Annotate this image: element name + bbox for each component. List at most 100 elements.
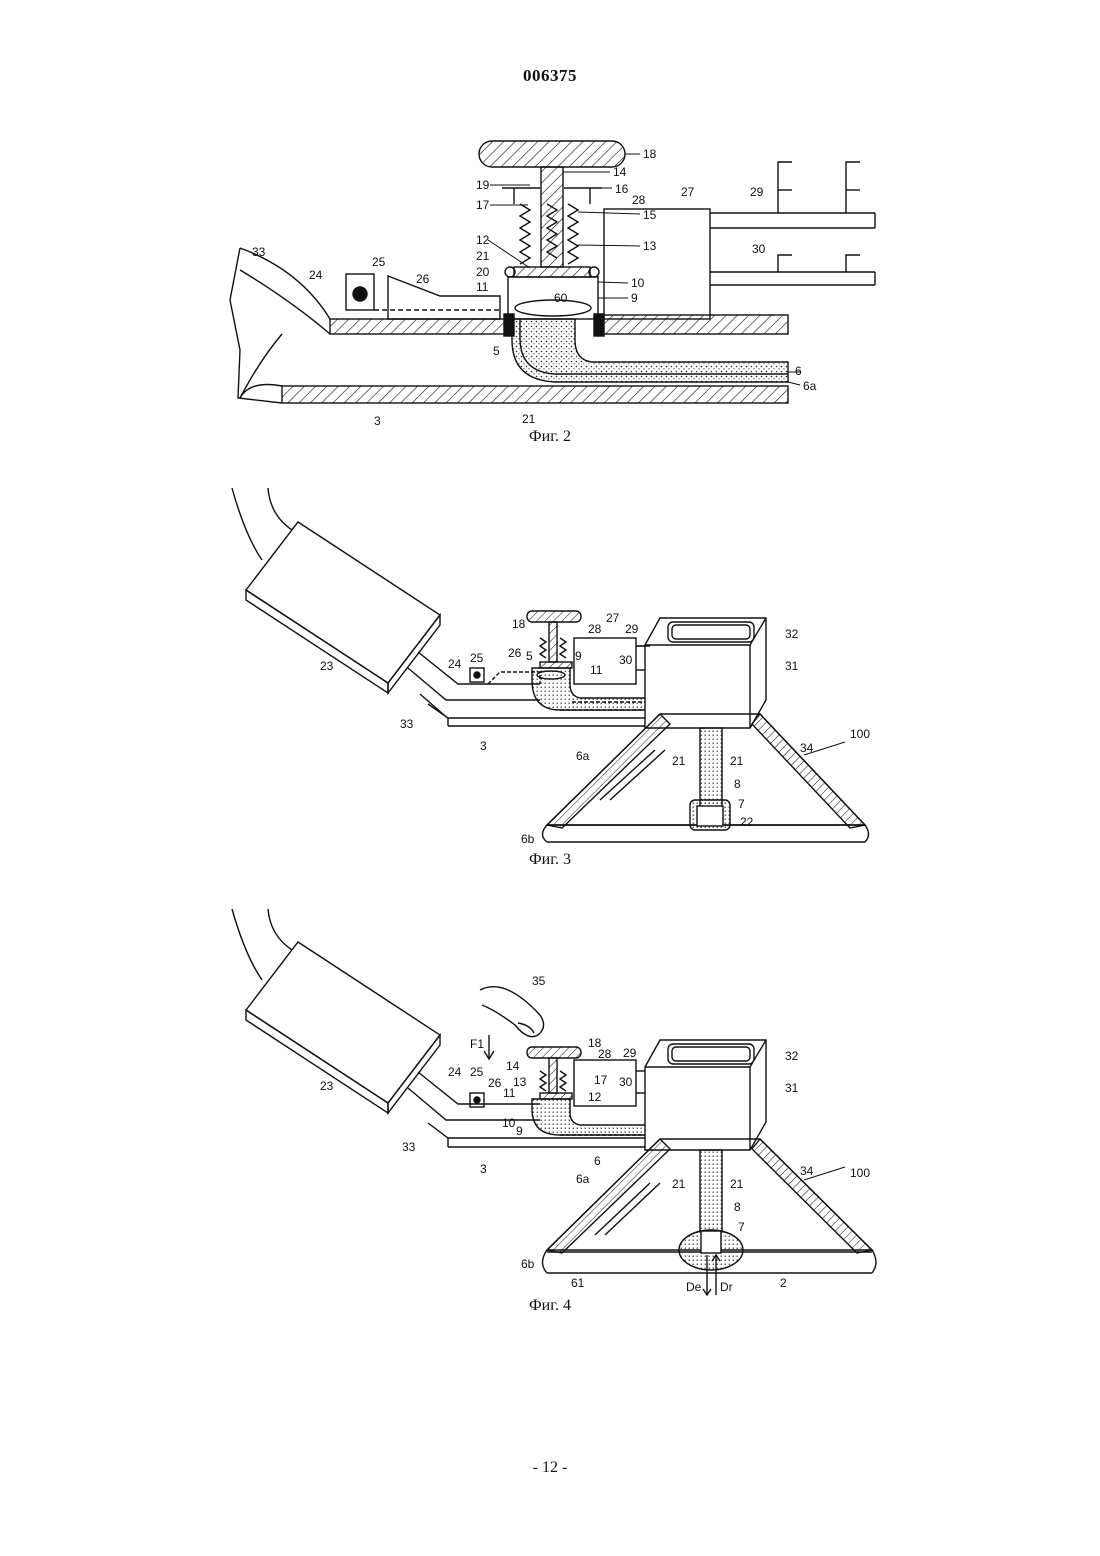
label: 22 [740,815,754,829]
knob-18 [479,141,625,167]
label: 21 [522,412,536,426]
figure-3-caption: Фиг. 3 [0,851,1100,869]
spring-17 [520,204,530,264]
label: 30 [619,1075,633,1089]
label: 3 [374,414,381,428]
label: 29 [750,185,764,199]
page-number: - 12 - [0,1459,1100,1477]
label: 28 [598,1047,612,1061]
label: 10 [502,1116,516,1130]
label: 18 [643,147,657,161]
label: 6 [795,364,802,378]
label: 28 [588,622,602,636]
label: 14 [613,165,627,179]
label: 18 [512,617,526,631]
label: 15 [643,208,657,222]
handle-block-23 [246,522,440,683]
label: 31 [785,1081,799,1095]
label: 3 [480,739,487,753]
label: 12 [588,1090,602,1104]
label: 34 [800,1164,814,1178]
label: 17 [594,1073,608,1087]
lower-wall [282,386,788,403]
label: 20 [476,265,490,279]
label: 31 [785,659,799,673]
figure-2-drawing: 18 14 19 16 28 27 29 17 15 13 12 21 20 1… [0,0,1100,460]
label: 28 [632,193,646,207]
label: 30 [619,653,633,667]
label: 60 [554,291,568,305]
label: 25 [470,1065,484,1079]
label: 13 [643,239,657,253]
label: 17 [476,198,490,212]
label: 21 [672,754,686,768]
figure-4-drawing: 35 F1 18 28 29 14 13 17 30 23 24 25 26 1… [0,895,1100,1315]
label: 9 [631,291,638,305]
label: 61 [571,1276,585,1290]
label: 21 [672,1177,686,1191]
label: 25 [470,651,484,665]
label: 26 [508,646,522,660]
figure-3-drawing: 23 24 25 26 33 3 18 28 27 29 30 5 9 11 3… [0,470,1100,860]
label: 11 [590,663,603,677]
label: 25 [372,255,386,269]
label: 24 [448,657,462,671]
label: 2 [780,1276,787,1290]
label: 6b [521,832,535,846]
label: 6 [594,1154,601,1168]
figure-2-caption: Фиг. 2 [0,428,1100,446]
label: 16 [615,182,629,196]
figure-4-caption: Фиг. 4 [0,1297,1100,1315]
label: 29 [625,622,639,636]
label: 11 [476,280,489,294]
label: 6b [521,1257,535,1271]
label: 23 [320,659,334,673]
label: 5 [526,649,533,663]
label: 24 [448,1065,462,1079]
label: 35 [532,974,546,988]
label: 8 [734,777,741,791]
label: 33 [402,1140,416,1154]
label: 23 [320,1079,334,1093]
label: 9 [575,649,582,663]
label: 26 [488,1076,502,1090]
label: De [686,1280,702,1294]
label: 33 [400,717,414,731]
label: 7 [738,1220,745,1234]
spring-13 [568,204,578,264]
label: F1 [470,1037,484,1051]
label: 6a [576,1172,590,1186]
box-27 [604,209,710,319]
label: 21 [476,249,490,263]
label: 9 [516,1124,523,1138]
upper-wall [330,319,508,334]
label: 34 [800,741,814,755]
label: 30 [752,242,766,256]
label: 3 [480,1162,487,1176]
label: 32 [785,627,799,641]
label: 27 [681,185,695,199]
label: 33 [252,245,266,259]
label: 14 [506,1059,520,1073]
label: 21 [730,1177,744,1191]
label: 29 [623,1046,637,1060]
label: 32 [785,1049,799,1063]
label: 5 [493,344,500,358]
reservoir-31 [645,618,766,728]
finger-35 [480,987,544,1037]
handle-33 [230,248,282,403]
label: 100 [850,727,870,741]
label: 12 [476,233,490,247]
stem-14 [541,167,563,267]
label: 6a [803,379,817,393]
plate-20 [514,267,590,277]
label: 7 [738,797,745,811]
label: 6a [576,749,590,763]
label: Dr [720,1280,733,1294]
label: 24 [309,268,323,282]
label: 8 [734,1200,741,1214]
label: 11 [503,1086,516,1100]
label: 10 [631,276,645,290]
label: 19 [476,178,490,192]
label: 27 [606,611,620,625]
